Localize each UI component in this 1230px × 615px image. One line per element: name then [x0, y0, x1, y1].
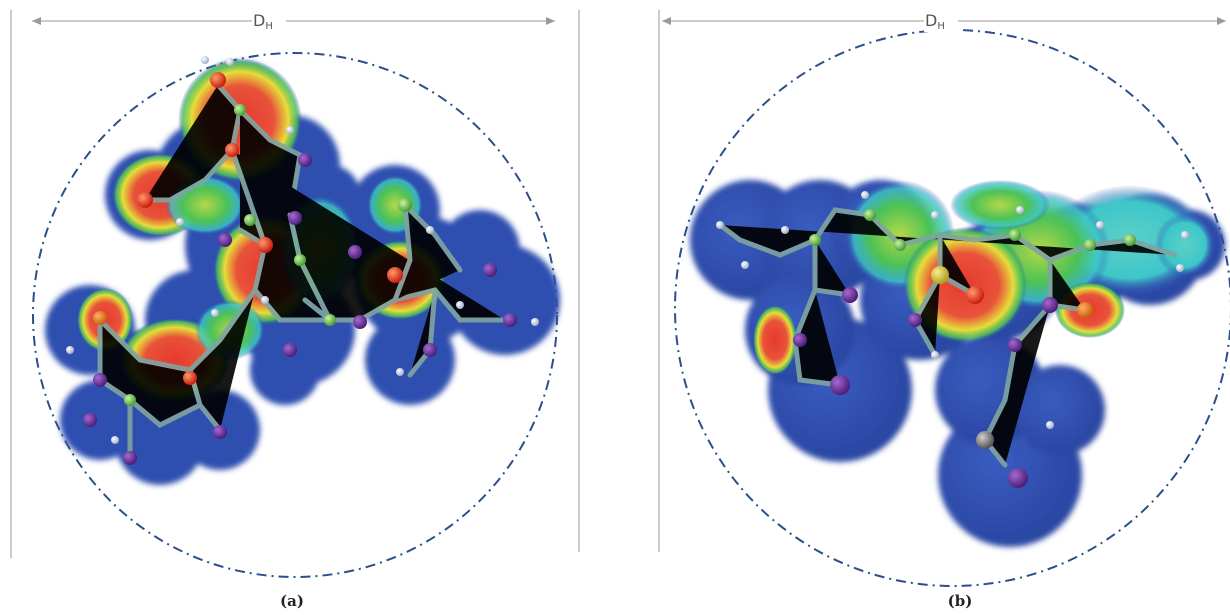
atoms-b: [716, 191, 1189, 488]
caption-a: (a): [280, 592, 304, 610]
label-mask-b: [924, 12, 958, 32]
atoms-a: [66, 56, 539, 465]
caption-b: (b): [948, 592, 973, 610]
label-mask-a: [252, 12, 286, 32]
panel-b: DH (b): [658, 10, 1230, 610]
dh-sub-b: H: [937, 21, 945, 32]
dimension-arrow: [32, 17, 555, 25]
hydrodynamic-sphere-outline-b: [674, 29, 1230, 587]
dh-sub-a: H: [265, 21, 273, 32]
dh-label-b: D: [925, 11, 938, 30]
ball-and-stick-model-a: [97, 82, 508, 458]
panel-a: DH (a): [10, 10, 580, 610]
ball-and-stick-model-b: [717, 207, 1178, 468]
dh-label-a: D: [253, 11, 266, 30]
